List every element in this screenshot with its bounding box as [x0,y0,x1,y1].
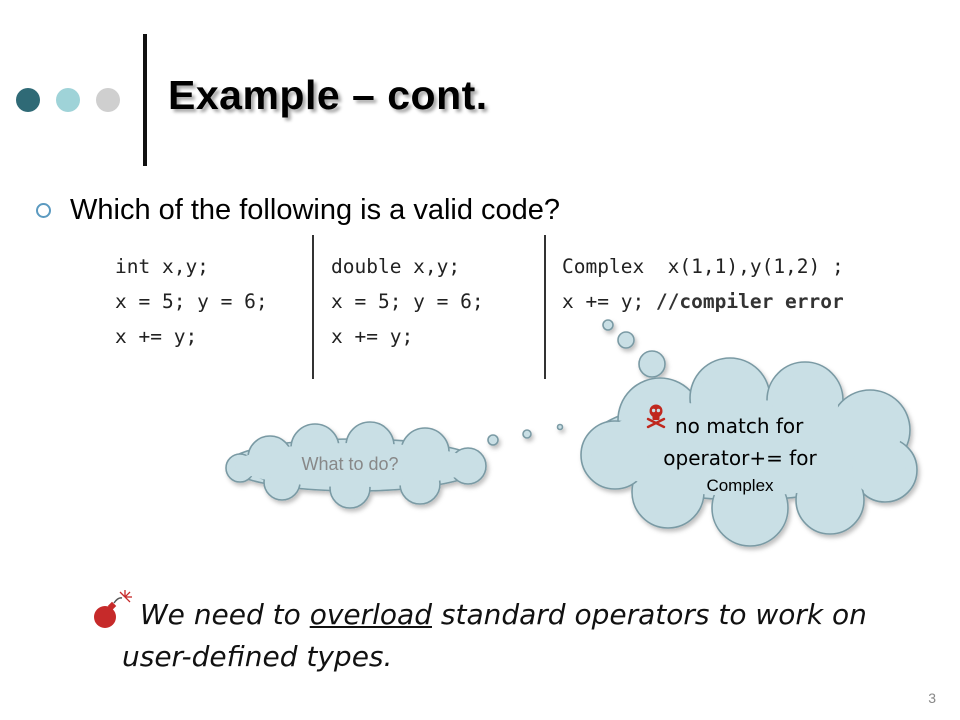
thought-bubble-dot [556,423,564,431]
page-number: 3 [928,690,936,706]
error-line-1: no match for [675,414,804,438]
thought-bubble-dot [617,331,635,349]
slide-title: Example – cont. [168,72,488,118]
skull-crossbones-icon [646,404,666,429]
title-divider [143,34,147,166]
code-line: x += y; [331,325,414,348]
conclusion-after: standard operators to work on user-defin… [122,598,867,673]
code-text: x += y; [562,290,656,313]
error-line-2: operator+= for [663,446,817,470]
decorative-dot-teal [56,88,80,112]
code-line: x += y; [115,325,198,348]
code-separator [312,235,314,379]
code-line: double x,y; [331,255,461,278]
code-line: x = 5; y = 6; [331,290,484,313]
code-separator [544,235,546,379]
code-block-double: double x,y; x = 5; y = 6; x += y; [331,249,484,354]
thought-bubble-dot [487,434,499,446]
bomb-icon [94,590,132,628]
code-line: x += y; //compiler error [562,284,844,319]
ring-bullet-icon [36,203,51,218]
conclusion-before: We need to [140,598,310,631]
code-line: int x,y; [115,255,209,278]
decorative-dot-gray [96,88,120,112]
conclusion-underlined: overload [309,598,432,631]
code-comment: //compiler error [655,290,844,313]
error-cloud-text: no match for operator+= for Complex [605,412,885,498]
conclusion-text: We need to overload standard operators t… [122,594,922,678]
code-block-int: int x,y; x = 5; y = 6; x += y; [115,249,268,354]
question-cloud-text: What to do? [301,454,399,474]
thought-bubble-dot [522,429,532,439]
error-line-3: Complex [706,476,774,495]
code-line: x = 5; y = 6; [115,290,268,313]
code-block-complex: Complex x(1,1),y(1,2) ; x += y; //compile… [562,249,844,319]
question-text: Which of the following is a valid code? [70,194,561,226]
decorative-dot-dark [16,88,40,112]
thought-bubble-dot [602,319,614,331]
code-line: Complex x(1,1),y(1,2) ; [562,255,844,278]
thought-bubble-dot [638,350,666,378]
